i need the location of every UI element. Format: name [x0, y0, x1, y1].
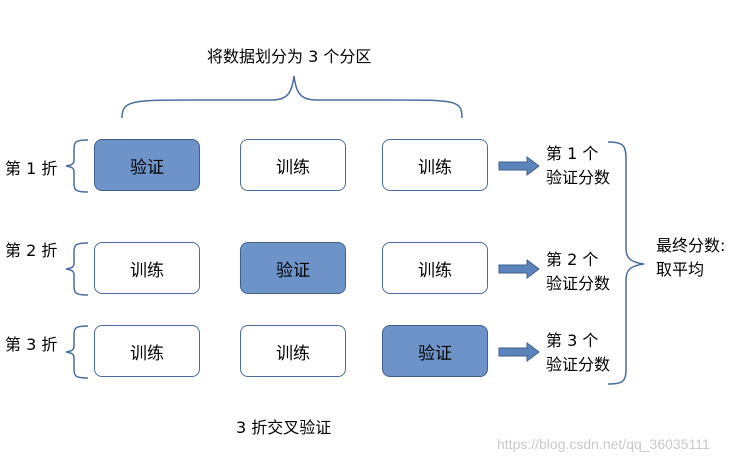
fold-1-brace — [65, 139, 89, 193]
final-score: 最终分数: 取平均 — [656, 234, 725, 282]
training-partition: 训练 — [382, 139, 488, 191]
validation-partition: 验证 — [240, 242, 346, 294]
partition-brace — [121, 75, 463, 119]
fold-1-arrow — [498, 156, 540, 176]
score-label: 验证分数 — [546, 168, 611, 187]
score-label: 验证分数 — [546, 355, 611, 374]
validation-partition: 验证 — [382, 325, 488, 377]
fold-1-score: 第 1 个 验证分数 — [546, 142, 610, 190]
fold-3-score: 第 3 个 验证分数 — [546, 329, 610, 377]
fold-3-brace — [65, 325, 89, 379]
watermark: https://blog.csdn.net/qq_36035111 — [497, 436, 710, 452]
score-index: 第 1 个 — [546, 144, 599, 163]
fold-label: 第 2 折 — [5, 241, 58, 260]
final-score-method: 取平均 — [656, 260, 705, 279]
validation-partition: 验证 — [94, 139, 200, 191]
diagram-title: 将数据划分为 3 个分区 — [207, 47, 372, 66]
score-index: 第 3 个 — [546, 331, 599, 350]
training-partition: 训练 — [94, 325, 200, 377]
scores-brace — [607, 141, 645, 385]
diagram-caption: 3 折交叉验证 — [236, 418, 332, 437]
fold-2-score: 第 2 个 验证分数 — [546, 248, 610, 296]
fold-2-brace — [65, 242, 89, 296]
training-partition: 训练 — [240, 325, 346, 377]
score-label: 验证分数 — [546, 274, 611, 293]
fold-3-arrow — [498, 342, 540, 362]
training-partition: 训练 — [382, 242, 488, 294]
score-index: 第 2 个 — [546, 250, 599, 269]
training-partition: 训练 — [94, 242, 200, 294]
final-score-label: 最终分数: — [656, 236, 726, 255]
training-partition: 训练 — [240, 139, 346, 191]
fold-label: 第 3 折 — [5, 335, 58, 354]
fold-2-arrow — [498, 259, 540, 279]
fold-label: 第 1 折 — [5, 159, 58, 178]
